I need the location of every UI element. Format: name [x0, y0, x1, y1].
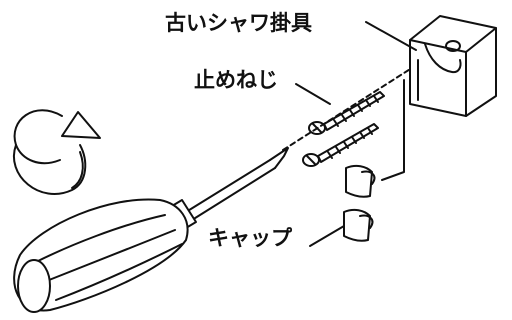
leader-caps-top	[381, 79, 405, 181]
rotation-arrow-icon	[13, 109, 101, 195]
leader-caps	[309, 225, 345, 247]
screwdriver	[13, 147, 289, 313]
label-fixing-screws: 止めねじ	[194, 68, 278, 92]
cap-top	[345, 164, 376, 198]
screw-bottom	[302, 123, 379, 167]
cap-bottom	[343, 208, 374, 242]
leader-screws	[295, 83, 331, 105]
label-old-shower-holder: 古いシャワ掛具	[165, 11, 312, 35]
shower-holder	[409, 15, 497, 117]
leader-holder	[365, 21, 417, 51]
label-caps: キャップ	[208, 226, 292, 250]
